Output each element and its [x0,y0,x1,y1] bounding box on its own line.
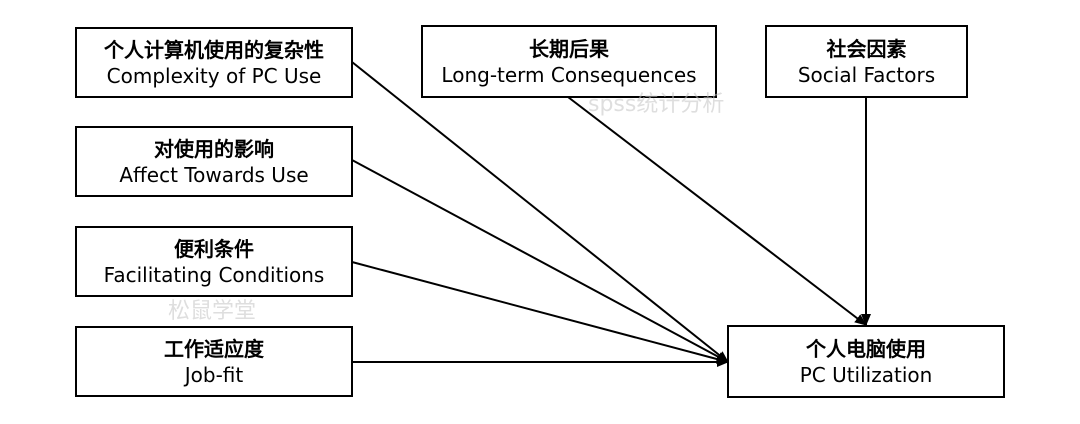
arrow-complexity-to-utilization [351,61,729,363]
factor-label-zh: 便利条件 [174,236,254,261]
factor-label-en: Long-term Consequences [441,62,697,87]
factor-label-zh: 对使用的影响 [154,136,274,161]
factor-label-en: Facilitating Conditions [103,262,325,287]
factor-label-zh: 个人计算机使用的复杂性 [104,37,324,62]
factor-label-zh: 社会因素 [826,36,907,61]
outcome-label-zh: 个人电脑使用 [806,336,926,361]
factor-box-jobfit: 工作适应度 Job-fit [75,326,353,397]
factor-box-longterm: 长期后果 Long-term Consequences [421,25,717,98]
factor-box-social: 社会因素 Social Factors [765,25,968,98]
outcome-label-en: PC Utilization [799,362,933,387]
watermark-songshu: 松鼠学堂 [168,299,257,324]
factor-label-en: Affect Towards Use [119,162,309,187]
factor-label-zh: 工作适应度 [164,336,264,361]
factor-label-zh: 长期后果 [529,36,609,61]
factor-label-en: Social Factors [797,62,936,87]
factor-box-facilitating: 便利条件 Facilitating Conditions [75,226,353,297]
watermark-spss: spss统计分析 [588,92,725,117]
factor-label-en: Job-fit [184,362,244,387]
arrow-affect-to-utilization [351,159,729,363]
factor-box-affect: 对使用的影响 Affect Towards Use [75,126,353,197]
outcome-box-utilization: 个人电脑使用 PC Utilization [727,325,1005,398]
factor-label-en: Complexity of PC Use [106,63,322,88]
arrow-longterm-to-utilization [567,96,867,326]
factor-box-complexity: 个人计算机使用的复杂性 Complexity of PC Use [75,27,353,98]
arrow-facilitating-to-utilization [351,261,729,365]
